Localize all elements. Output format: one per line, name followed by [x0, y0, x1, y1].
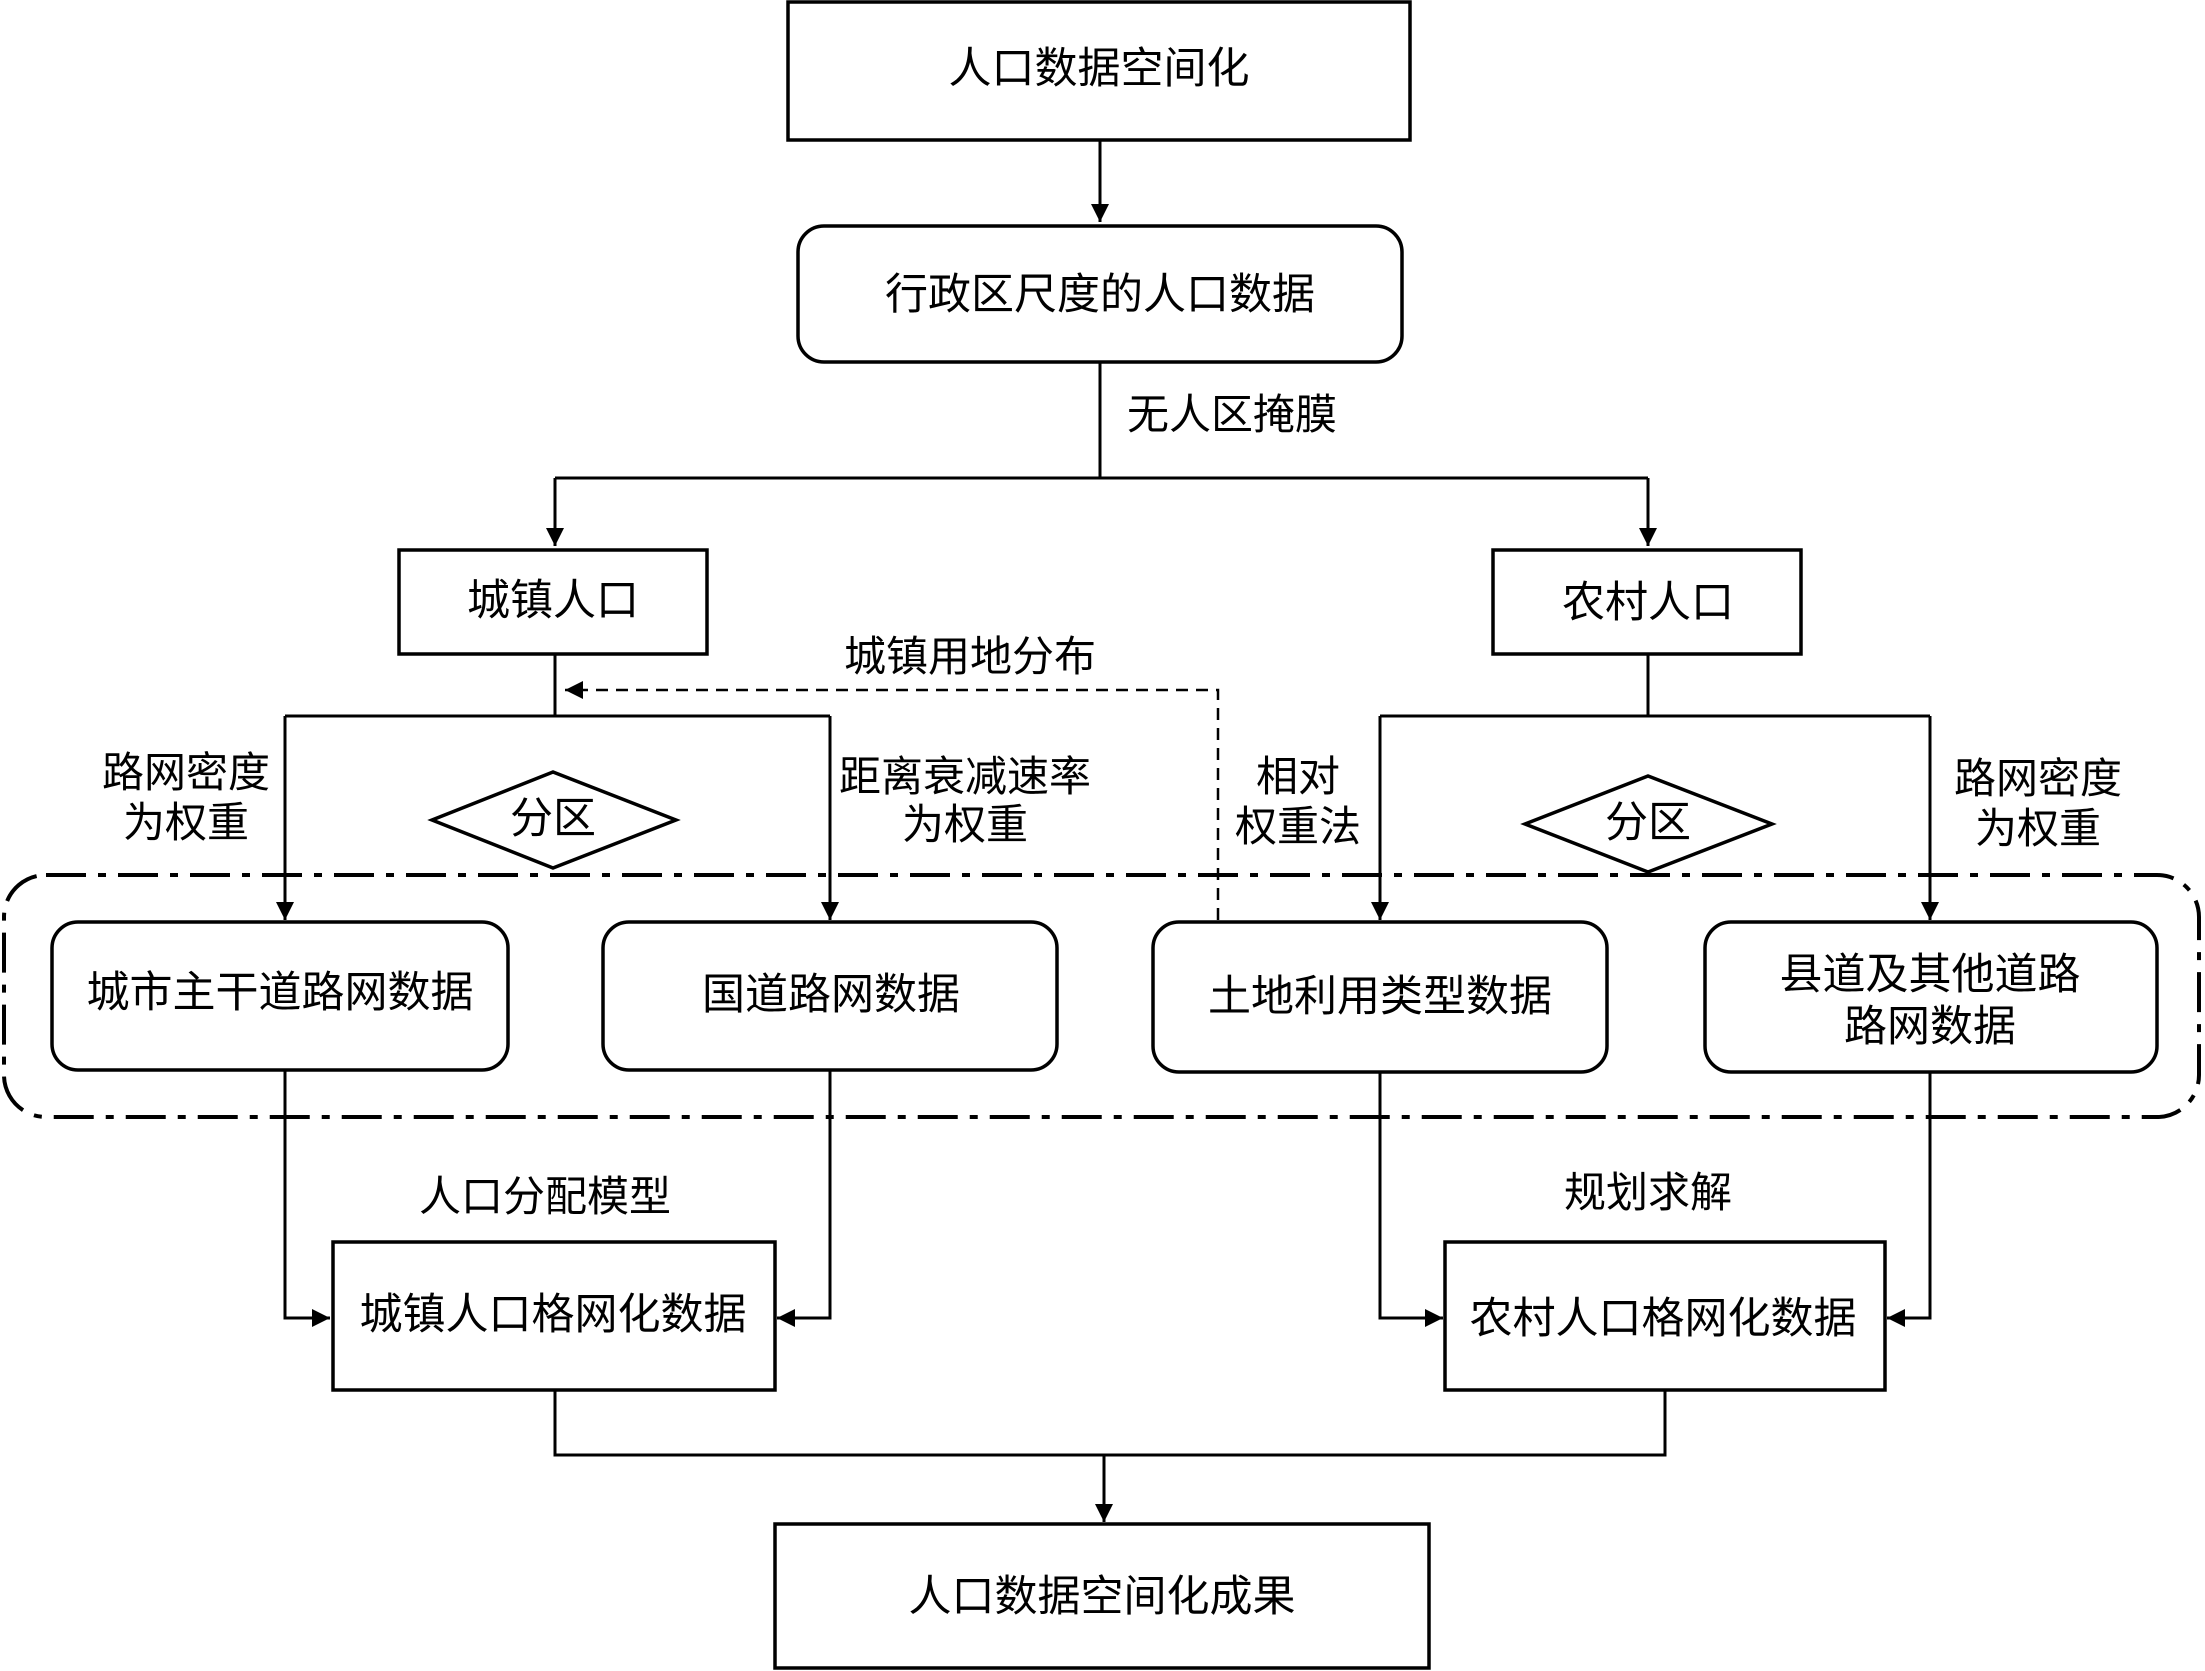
node-result: 人口数据空间化成果	[773, 1522, 1431, 1670]
node-urban-grid-label: 城镇人口格网化数据	[360, 1290, 747, 1340]
node-result-label: 人口数据空间化成果	[909, 1572, 1296, 1622]
node-county-road-label-2: 路网数据	[1844, 1002, 2016, 1052]
diamond-zone-left: 分区	[427, 770, 681, 870]
node-rural-pop: 农村人口	[1491, 548, 1803, 656]
arrow-county-road-to-grid	[1887, 1072, 1932, 1327]
node-urban-road: 城市主干道路网数据	[50, 920, 510, 1072]
node-county-road-label-1: 县道及其他道路	[1780, 950, 2081, 1000]
node-admin: 行政区尺度的人口数据	[796, 224, 1404, 364]
arrow-urban-road-to-grid	[283, 1070, 330, 1327]
label-distance-decay-2: 为权重	[902, 800, 1028, 849]
node-urban-road-label: 城市主干道路网数据	[87, 968, 474, 1018]
dashed-urban-land-feedback	[565, 681, 1220, 920]
node-urban-pop-label: 城镇人口	[467, 576, 639, 626]
node-national-road: 国道路网数据	[601, 920, 1059, 1072]
label-road-density-right-2: 为权重	[1975, 804, 2101, 853]
label-road-density-left-2: 为权重	[123, 798, 249, 847]
arrow-land-use-to-grid	[1378, 1072, 1443, 1327]
node-admin-label: 行政区尺度的人口数据	[885, 270, 1315, 320]
node-rural-grid-label: 农村人口格网化数据	[1470, 1294, 1857, 1344]
node-national-road-label: 国道路网数据	[702, 970, 960, 1020]
node-rural-pop-label: 农村人口	[1562, 578, 1734, 628]
diamond-zone-right: 分区	[1520, 774, 1777, 874]
node-land-use: 土地利用类型数据	[1151, 920, 1609, 1074]
node-rural-grid: 农村人口格网化数据	[1443, 1240, 1887, 1392]
label-relative-1: 相对	[1256, 752, 1340, 801]
diamond-zone-left-label: 分区	[510, 794, 596, 844]
label-planning: 规划求解	[1564, 1168, 1732, 1217]
node-top-label: 人口数据空间化	[949, 44, 1250, 94]
diamond-zone-right-label: 分区	[1605, 798, 1691, 848]
node-top: 人口数据空间化	[786, 0, 1412, 142]
label-distance-decay-1: 距离衰减速率	[839, 752, 1091, 801]
node-urban-grid: 城镇人口格网化数据	[331, 1240, 777, 1392]
arrow-national-road-to-grid	[777, 1070, 832, 1327]
connectors	[276, 140, 1939, 1522]
node-county-road: 县道及其他道路 路网数据	[1703, 920, 2159, 1074]
line-merge	[553, 1390, 1667, 1457]
data-group-boundary	[2, 873, 2201, 1119]
node-land-use-label: 土地利用类型数据	[1208, 972, 1552, 1022]
label-road-density-left-1: 路网密度	[102, 748, 270, 797]
label-relative-2: 权重法	[1235, 802, 1361, 851]
label-urban-land: 城镇用地分布	[844, 632, 1096, 681]
label-pop-model: 人口分配模型	[419, 1172, 671, 1221]
node-urban-pop: 城镇人口	[397, 548, 709, 656]
label-mask: 无人区掩膜	[1127, 390, 1337, 439]
label-road-density-right-1: 路网密度	[1954, 754, 2122, 803]
